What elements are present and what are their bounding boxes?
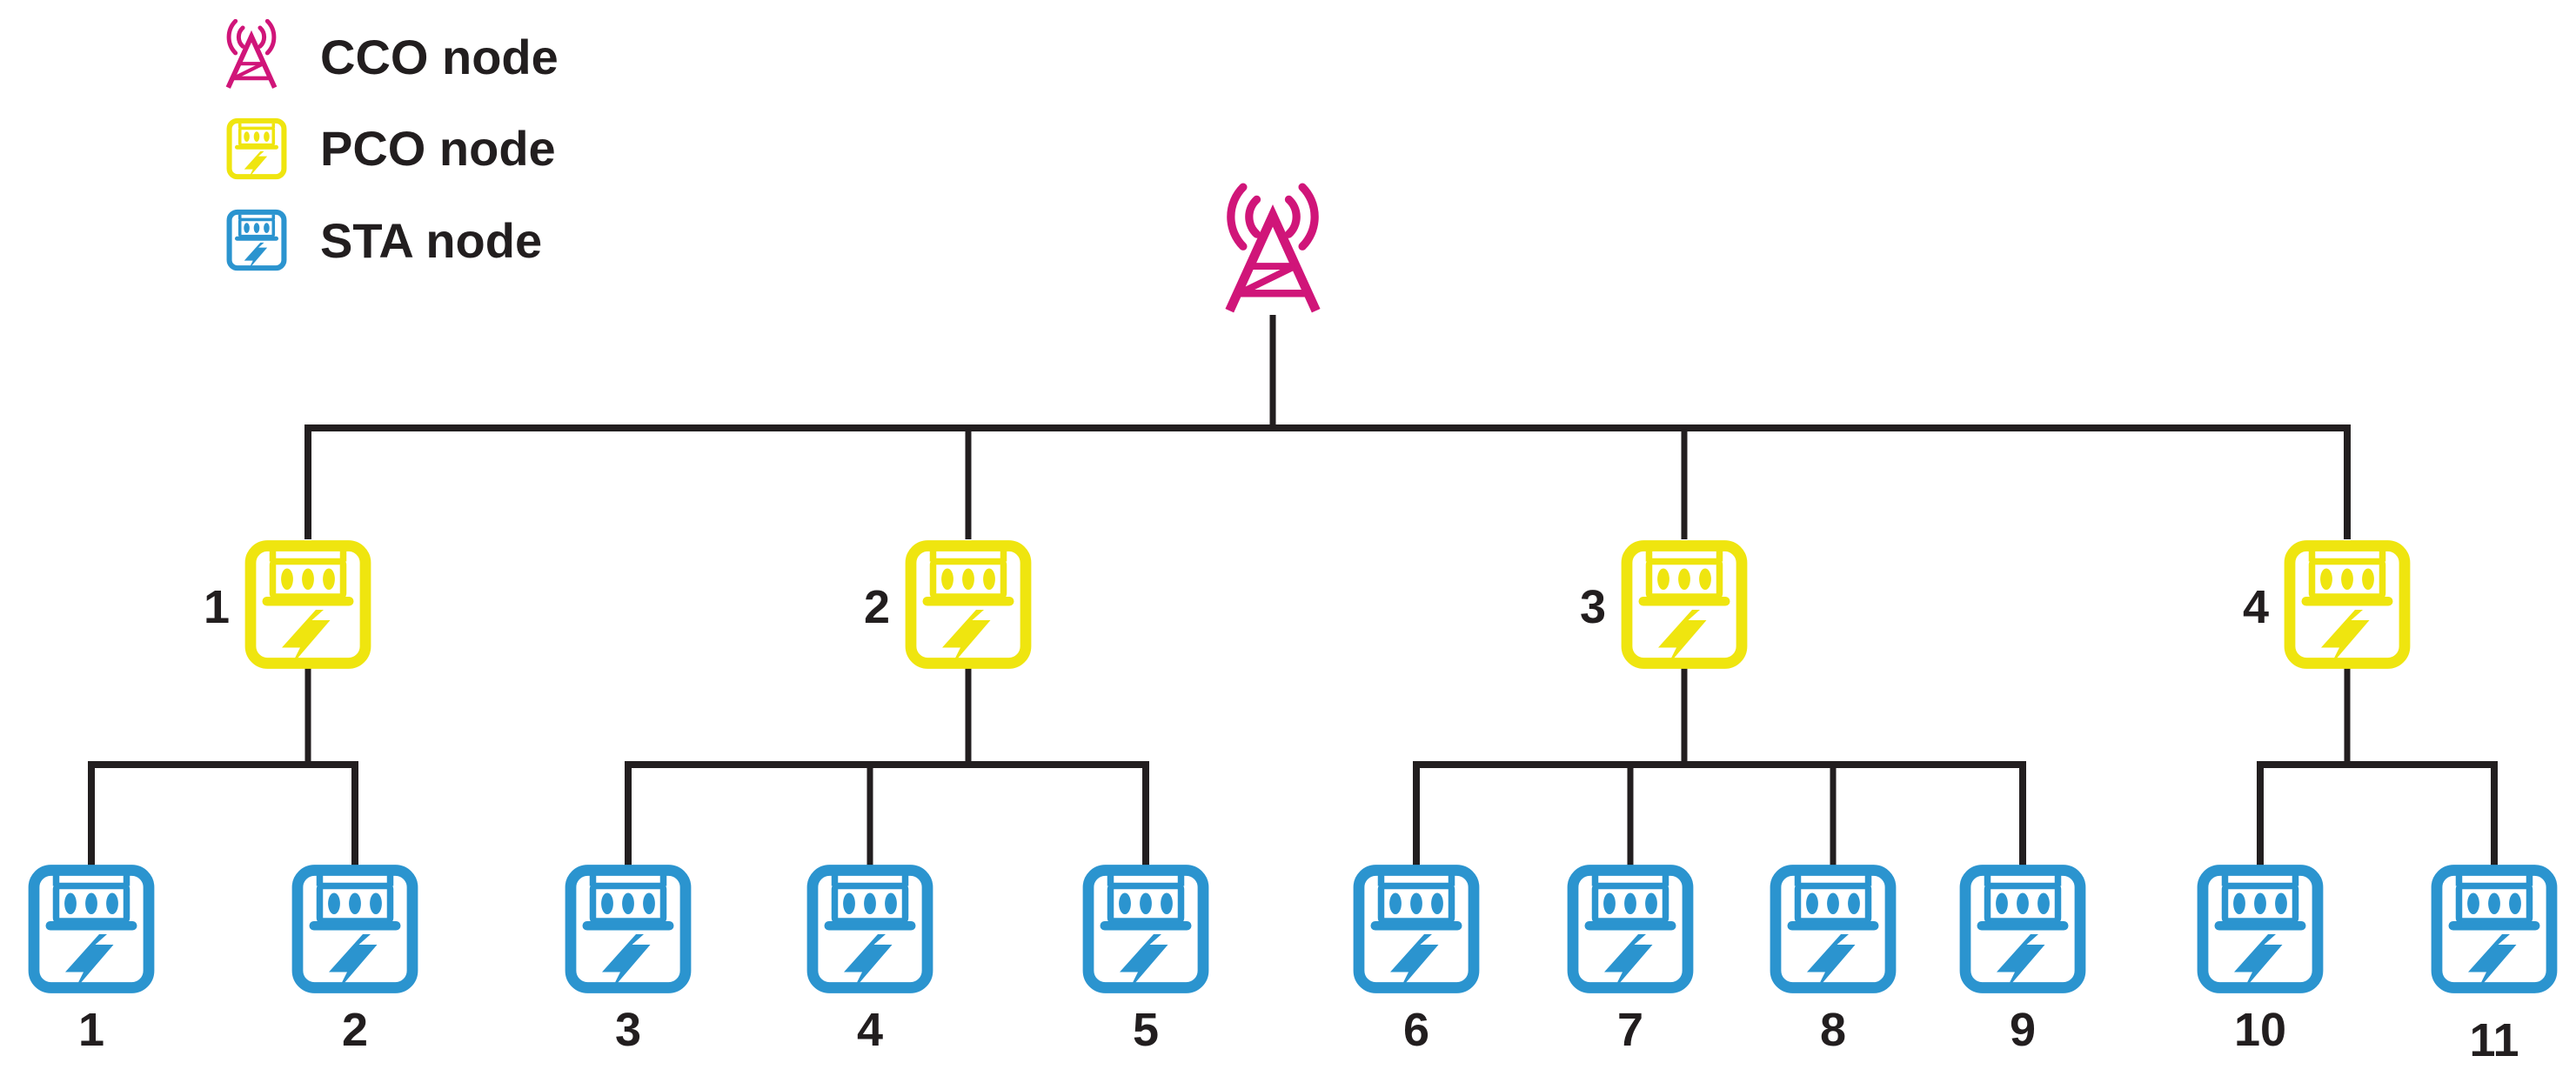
sta-nodes [34, 871, 2552, 991]
legend-sta-meter-icon [230, 212, 284, 270]
sta-node-icon-8 [1776, 871, 1890, 991]
sta-node-label-6: 6 [1403, 1004, 1429, 1056]
sta-node-icon-5 [1088, 871, 1203, 991]
sta-node-label-2: 2 [342, 1004, 368, 1056]
sta-node-icon-10 [2203, 871, 2318, 991]
legend-cco-label: CCO node [320, 30, 559, 84]
sta-node-icon-1 [34, 871, 149, 991]
link-level2-bus-pco4 [2257, 761, 2498, 866]
sta-node-icon-4 [813, 871, 927, 991]
tree-links [88, 315, 2498, 866]
sta-node-label-7: 7 [1617, 1004, 1643, 1056]
link-level2-bus-pco3 [1413, 761, 2026, 866]
link-level2-bus-pco2 [625, 761, 1149, 866]
link-level1-bus [304, 424, 2351, 539]
legend: CCO node PCO node STA node [228, 21, 559, 270]
sta-node-icon-3 [571, 871, 686, 991]
cco-node-radio-tower-icon [1229, 187, 1315, 311]
sta-node-label-8: 8 [1820, 1004, 1846, 1056]
pco-node-label-3: 3 [1580, 581, 1606, 633]
sta-node-label-4: 4 [857, 1004, 883, 1056]
sta-node-label-3: 3 [615, 1004, 641, 1056]
legend-sta-label: STA node [320, 213, 542, 268]
sta-node-icon-11 [2437, 871, 2552, 991]
pco-node-icon-1 [251, 546, 365, 666]
pco-node-icon-4 [2290, 546, 2405, 666]
cco-node [1229, 187, 1315, 311]
sta-node-icon-7 [1573, 871, 1688, 991]
sta-node-label-10: 10 [2234, 1004, 2286, 1056]
sta-node-label-1: 1 [78, 1004, 104, 1056]
pco-node-label-4: 4 [2243, 581, 2269, 633]
legend-radio-tower-icon [228, 21, 274, 87]
legend-item-sta: STA node [230, 212, 542, 270]
sta-node-label-5: 5 [1133, 1004, 1159, 1056]
legend-item-pco: PCO node [230, 121, 556, 178]
sta-node-icon-6 [1359, 871, 1474, 991]
sta-node-icon-9 [1965, 871, 2080, 991]
sta-node-label-11: 11 [2469, 1014, 2519, 1066]
pco-node-label-2: 2 [864, 581, 890, 633]
legend-pco-meter-icon [230, 121, 284, 178]
sta-node-label-9: 9 [2010, 1004, 2036, 1056]
legend-pco-label: PCO node [320, 121, 556, 176]
pco-node-icon-2 [911, 546, 1026, 666]
sta-node-icon-2 [298, 871, 412, 991]
pco-node-label-1: 1 [204, 581, 230, 633]
pco-node-icon-3 [1627, 546, 1742, 666]
legend-item-cco: CCO node [228, 21, 559, 87]
node-labels: 1 2 3 4 1 2 3 4 5 6 7 8 9 10 11 [78, 581, 2519, 1066]
pco-nodes [251, 546, 2405, 666]
link-level2-bus-pco1 [88, 761, 358, 866]
